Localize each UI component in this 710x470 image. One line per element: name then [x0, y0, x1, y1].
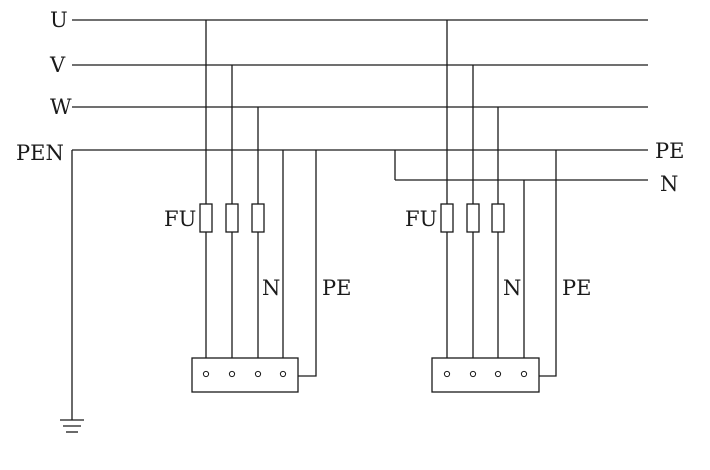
- label-v: V: [49, 53, 66, 77]
- label-fu-left: FU: [164, 207, 196, 231]
- ground-symbol-icon: [60, 419, 84, 433]
- terminal-dot-icon: [279, 370, 287, 378]
- fuse-icon: [440, 203, 454, 233]
- terminal-dot-icon: [228, 370, 236, 378]
- label-pe-bus: PE: [655, 139, 684, 163]
- terminal-dot-icon: [520, 370, 528, 378]
- left-drop-pe: [298, 150, 317, 377]
- label-pen: PEN: [16, 141, 64, 165]
- fuse-icon: [199, 203, 213, 233]
- fuse-icon: [225, 203, 239, 233]
- label-n-left: N: [262, 276, 280, 300]
- right-unit: [431, 20, 557, 393]
- terminal-dot-icon: [202, 370, 210, 378]
- left-unit: [191, 20, 317, 393]
- terminal-dot-icon: [469, 370, 477, 378]
- label-w: W: [50, 95, 72, 119]
- label-n-right-unit: N: [503, 276, 521, 300]
- right-drop-pe: [539, 150, 557, 377]
- terminal-dot-icon: [443, 370, 451, 378]
- fuse-icon: [466, 203, 480, 233]
- label-fu-right: FU: [405, 207, 437, 231]
- terminal-dot-icon: [494, 370, 502, 378]
- label-pe-left: PE: [322, 276, 351, 300]
- terminal-dot-icon: [254, 370, 262, 378]
- fuse-icon: [251, 203, 265, 233]
- fuse-icon: [491, 203, 505, 233]
- label-n-bus: N: [660, 172, 678, 196]
- label-pe-right-unit: PE: [562, 276, 591, 300]
- label-u: U: [50, 8, 68, 32]
